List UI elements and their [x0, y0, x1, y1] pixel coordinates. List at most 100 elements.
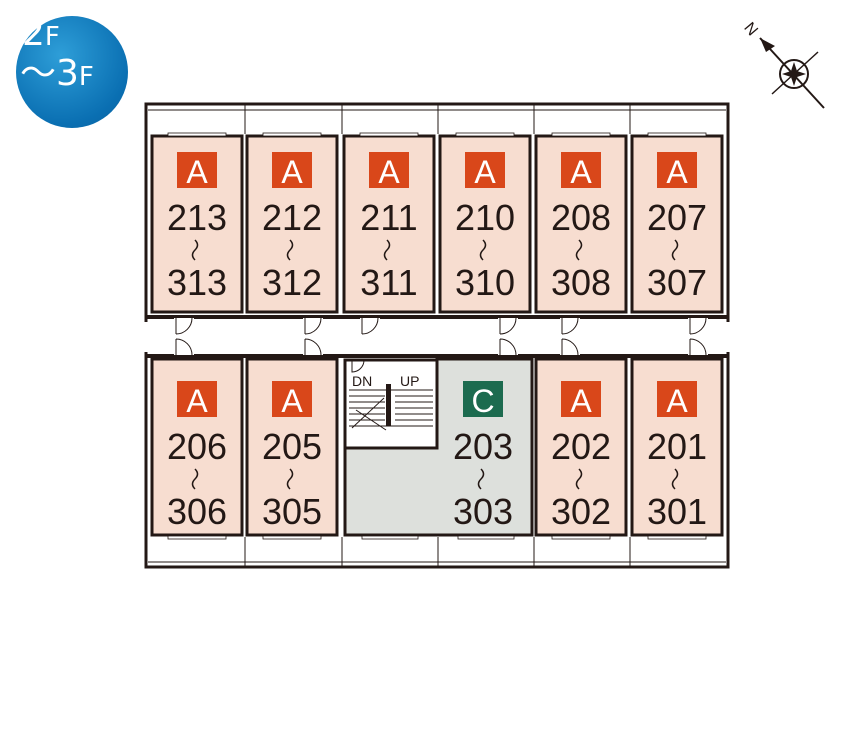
room-type-label: A: [474, 154, 496, 190]
door-icon: [560, 318, 580, 334]
room-213: A 213 313: [150, 132, 244, 314]
window-icon: [455, 132, 515, 137]
corridor-end-west: [143, 322, 149, 352]
door-swing-icon: [304, 338, 322, 356]
range-tilde-icon: [671, 239, 679, 261]
room-type-label: A: [378, 154, 400, 190]
room-number-lower: 206: [167, 426, 227, 467]
room-number-lower: 213: [167, 197, 227, 238]
room-type-tag: [272, 152, 312, 188]
window-icon: [361, 535, 419, 540]
room-type-tag: [657, 381, 697, 417]
compass-north-label: N: [740, 20, 760, 40]
room-type-label: A: [186, 154, 208, 190]
room-type-tag: [657, 152, 697, 188]
room-number-upper: 313: [167, 262, 227, 303]
room-number-lower: 212: [262, 197, 322, 238]
stairs-up-label: UP: [400, 373, 419, 389]
floor-badge-line2: 〜3F: [20, 56, 94, 92]
range-tilde-icon: [575, 468, 583, 490]
room-type-tag: [561, 152, 601, 188]
room-206: A 206 306: [150, 357, 244, 540]
window-icon: [262, 132, 322, 137]
room-207-floor: [630, 134, 724, 314]
range-tilde-icon: [286, 239, 294, 261]
door-swing-icon: [499, 338, 517, 356]
room-type-label: A: [666, 383, 688, 419]
room-number-upper: 312: [262, 262, 322, 303]
room-number-lower: 201: [647, 426, 707, 467]
door-swing-icon: [175, 338, 193, 356]
room-type-label: A: [666, 154, 688, 190]
window-icon: [359, 132, 419, 137]
room-205: A 205 305: [245, 357, 339, 540]
floor-badge-line1: 2F: [22, 16, 60, 52]
door-swing-icon: [561, 317, 579, 335]
room-number-upper: 311: [360, 262, 417, 303]
room-number-lower: 207: [647, 197, 707, 238]
range-tilde-icon: [191, 239, 199, 261]
window-icon: [551, 535, 611, 540]
room-type-label: A: [186, 383, 208, 419]
door-icon: [303, 318, 323, 334]
door-icon: [688, 339, 708, 355]
corridor-end-east: [725, 322, 731, 352]
room-type-label: A: [281, 383, 303, 419]
window-icon: [262, 535, 322, 540]
door-swing-icon: [361, 317, 379, 335]
room-type-tag: [177, 381, 217, 417]
door-swing-icon: [561, 338, 579, 356]
room-number-upper: 301: [647, 491, 707, 532]
room-number-lower: 205: [262, 426, 322, 467]
room-type-tag: [561, 381, 601, 417]
range-tilde-icon: [575, 239, 583, 261]
stair-core: DN UP: [343, 358, 439, 450]
window-icon: [647, 132, 707, 137]
room-type-label: C: [471, 383, 494, 419]
room-type-tag: [463, 381, 503, 417]
room-number-upper: 303: [453, 491, 513, 532]
room-number-lower: 208: [551, 197, 611, 238]
room-206-floor: [150, 357, 244, 537]
room-207: A 207 307: [630, 132, 724, 314]
north-compass-icon: N: [740, 20, 825, 109]
door-swing-icon: [689, 317, 707, 335]
room-number-upper: 308: [551, 262, 611, 303]
room-number-lower: 210: [455, 197, 515, 238]
room-number-upper: 305: [262, 491, 322, 532]
range-tilde-icon: [479, 239, 487, 261]
door-swing-icon: [689, 338, 707, 356]
range-tilde-icon: [383, 239, 391, 261]
window-icon: [167, 535, 227, 540]
window-icon: [167, 132, 227, 137]
floor-badge-unit-2: F: [78, 62, 94, 92]
room-number-upper: 306: [167, 491, 227, 532]
room-type-label: A: [570, 154, 592, 190]
door-icon: [174, 339, 194, 355]
range-tilde-icon: [477, 468, 485, 490]
room-type-label: A: [281, 154, 303, 190]
room-type-tag: [177, 152, 217, 188]
door-icon: [498, 339, 518, 355]
room-type-tag: [465, 152, 505, 188]
door-icon: [303, 339, 323, 355]
door-icon: [174, 318, 194, 334]
room-type-tag: [369, 152, 409, 188]
window-icon: [647, 535, 707, 540]
door-icon: [688, 318, 708, 334]
door-swing-icon: [499, 317, 517, 335]
floor-badge-range: 〜3: [20, 53, 79, 94]
door-icon: [498, 318, 518, 334]
door-swing-icon: [304, 317, 322, 335]
door-icon: [360, 318, 380, 334]
room-number-upper: 307: [647, 262, 707, 303]
floor-badge-number: 2: [22, 13, 45, 54]
window-icon: [551, 132, 611, 137]
floor-badge: [16, 16, 128, 128]
room-212: A 212 312: [245, 132, 339, 314]
room-type-tag: [272, 381, 312, 417]
door-icon: [560, 339, 580, 355]
